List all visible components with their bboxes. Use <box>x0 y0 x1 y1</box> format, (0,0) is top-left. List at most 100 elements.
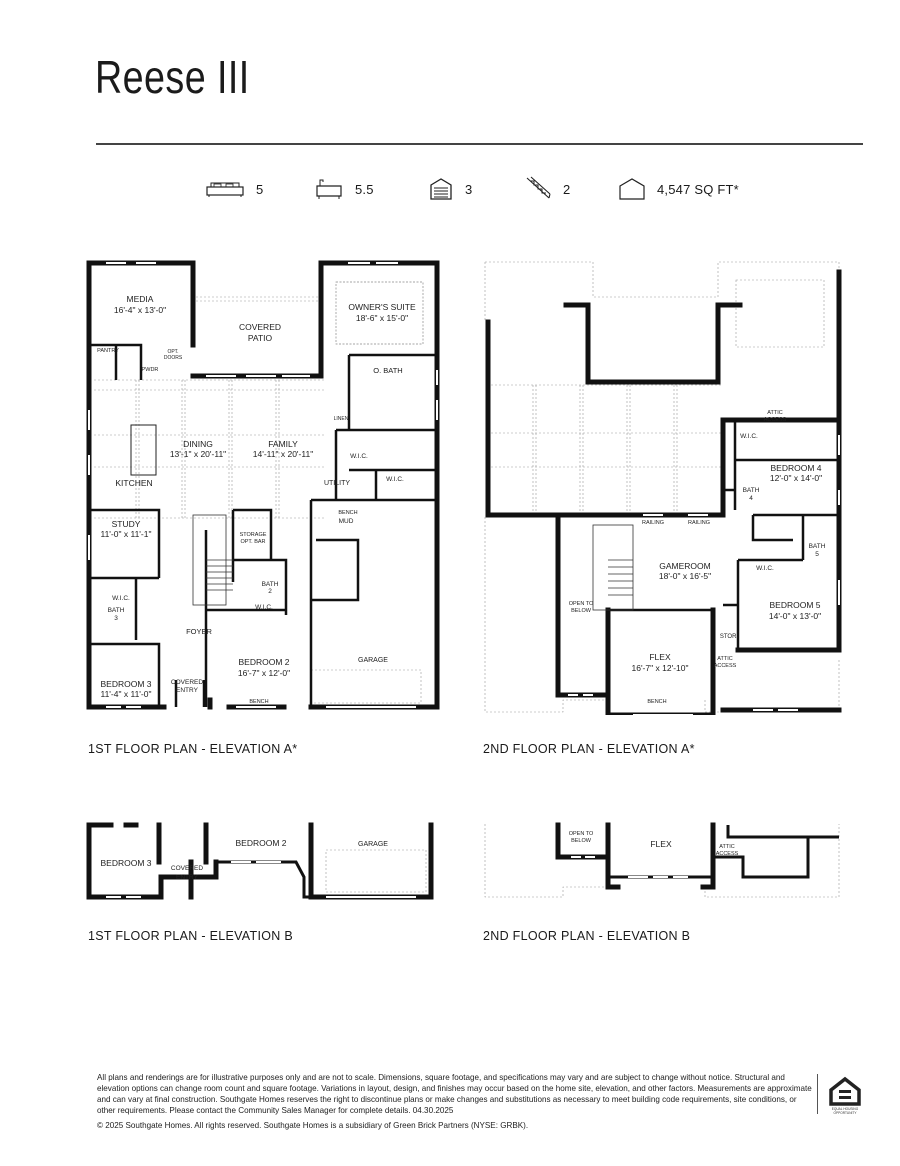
second-floor-plan-b-label: 2ND FLOOR PLAN - ELEVATION B <box>483 929 691 943</box>
svg-text:BATH: BATH <box>108 607 125 614</box>
svg-text:ACCESS: ACCESS <box>764 417 787 423</box>
svg-text:BATH: BATH <box>262 581 279 588</box>
svg-text:OPEN TO: OPEN TO <box>569 831 594 837</box>
svg-text:FLEX: FLEX <box>649 652 671 662</box>
svg-text:16'-7" x 12'-0": 16'-7" x 12'-0" <box>238 668 290 678</box>
svg-text:W.I.C.: W.I.C. <box>112 595 130 602</box>
svg-text:16'-4" x 13'-0": 16'-4" x 13'-0" <box>114 305 166 315</box>
garage-value: 3 <box>465 181 473 197</box>
bathrooms-value: 5.5 <box>355 181 374 197</box>
svg-text:FOYER: FOYER <box>186 627 212 636</box>
svg-text:BEDROOM 2: BEDROOM 2 <box>235 838 286 848</box>
sqft-value: 4,547 SQ FT* <box>657 181 739 197</box>
stories-value: 2 <box>563 181 571 197</box>
spec-bedrooms: 5 <box>206 176 263 202</box>
svg-text:KITCHEN: KITCHEN <box>115 478 152 488</box>
second-floor-plan-a-label: 2ND FLOOR PLAN - ELEVATION A* <box>483 742 695 756</box>
svg-text:18'-6" x 15'-0": 18'-6" x 15'-0" <box>356 313 408 323</box>
svg-text:BEDROOM 3: BEDROOM 3 <box>100 858 151 868</box>
svg-text:PATIO: PATIO <box>248 333 273 343</box>
svg-text:O. BATH: O. BATH <box>373 366 402 375</box>
svg-text:ENTRY: ENTRY <box>176 874 199 881</box>
svg-text:DINING: DINING <box>183 439 213 449</box>
svg-text:GAMEROOM: GAMEROOM <box>659 561 710 571</box>
stairs-icon <box>526 176 551 199</box>
svg-text:11'-4" x 11'-0": 11'-4" x 11'-0" <box>100 689 151 699</box>
svg-text:ACCESS: ACCESS <box>716 851 739 857</box>
svg-text:W.I.C.: W.I.C. <box>386 476 404 483</box>
svg-text:14'-11" x 20'-11": 14'-11" x 20'-11" <box>253 449 313 459</box>
svg-text:2: 2 <box>268 588 272 595</box>
svg-text:BATH: BATH <box>809 543 826 550</box>
svg-text:RAILING: RAILING <box>688 520 710 526</box>
svg-text:ENTRY: ENTRY <box>176 687 199 694</box>
spec-stories: 2 <box>525 176 570 202</box>
specs-row: 5 5.5 3 2 4,547 SQ FT* <box>0 176 900 206</box>
svg-text:STUDY: STUDY <box>112 519 141 529</box>
svg-text:W.I.C.: W.I.C. <box>350 453 368 460</box>
svg-text:BENCH: BENCH <box>647 699 666 705</box>
svg-text:MUD: MUD <box>339 518 354 525</box>
svg-text:PWDR: PWDR <box>142 367 159 373</box>
svg-text:W.I.C.: W.I.C. <box>740 433 758 440</box>
svg-text:4: 4 <box>749 495 753 502</box>
svg-text:13'-1" x 20'-11": 13'-1" x 20'-11" <box>170 449 226 459</box>
svg-text:OWNER'S SUITE: OWNER'S SUITE <box>348 302 416 312</box>
svg-text:FLEX: FLEX <box>650 839 672 849</box>
equal-housing-logo: EQUAL HOUSING OPPORTUNITY <box>828 1076 862 1121</box>
svg-text:MEDIA: MEDIA <box>127 294 154 304</box>
svg-text:PANTRY: PANTRY <box>97 348 119 354</box>
svg-text:RAILING: RAILING <box>642 520 664 526</box>
svg-text:ACCESS: ACCESS <box>714 663 737 669</box>
first-floor-plan-a-label: 1ST FLOOR PLAN - ELEVATION A* <box>88 742 298 756</box>
svg-text:GARAGE: GARAGE <box>358 841 388 848</box>
svg-text:W.I.C.: W.I.C. <box>756 565 774 572</box>
svg-text:BELOW: BELOW <box>571 838 592 844</box>
svg-text:18'-0" x 16'-5": 18'-0" x 16'-5" <box>659 571 711 581</box>
svg-text:BELOW: BELOW <box>571 608 592 614</box>
svg-text:OPT. BAR: OPT. BAR <box>240 539 265 545</box>
svg-text:STOR.: STOR. <box>720 634 739 640</box>
svg-text:OPT.: OPT. <box>167 349 178 355</box>
svg-text:LINEN: LINEN <box>334 416 349 422</box>
legal-disclaimer: All plans and renderings are for illustr… <box>97 1073 812 1115</box>
svg-text:OPEN TO: OPEN TO <box>569 601 594 607</box>
svg-text:W.I.C.: W.I.C. <box>255 604 273 611</box>
header-divider <box>96 143 863 145</box>
svg-text:BENCH: BENCH <box>338 510 357 516</box>
bed-icon <box>206 182 244 197</box>
svg-text:ATTIC: ATTIC <box>767 410 783 416</box>
svg-text:ATTIC: ATTIC <box>717 656 733 662</box>
first-floor-plan-b-label: 1ST FLOOR PLAN - ELEVATION B <box>88 929 293 943</box>
svg-text:COVERED: COVERED <box>239 322 281 332</box>
svg-text:FAMILY: FAMILY <box>268 439 298 449</box>
spec-garage: 3 <box>429 176 472 202</box>
garage-icon <box>430 178 452 200</box>
svg-text:UTILITY: UTILITY <box>324 480 350 487</box>
svg-text:COVERED: COVERED <box>171 865 203 872</box>
spec-bathrooms: 5.5 <box>315 176 374 202</box>
bathtub-icon <box>316 179 342 199</box>
second-floor-plan-elevation-b: OPEN TO BELOW FLEX ATTIC ACCESS <box>483 822 845 902</box>
svg-text:14'-0" x 13'-0": 14'-0" x 13'-0" <box>769 611 821 621</box>
copyright-notice: © 2025 Southgate Homes. All rights reser… <box>97 1121 529 1130</box>
spec-sqft: 4,547 SQ FT* <box>619 176 739 202</box>
svg-text:GARAGE: GARAGE <box>358 657 388 664</box>
plan-title: Reese III <box>95 51 250 103</box>
svg-text:BEDROOM 3: BEDROOM 3 <box>100 679 151 689</box>
svg-text:COVERED: COVERED <box>171 679 203 686</box>
svg-text:BATH: BATH <box>743 487 760 494</box>
svg-text:12'-0" x 14'-0": 12'-0" x 14'-0" <box>770 473 822 483</box>
svg-text:EQUAL HOUSING: EQUAL HOUSING <box>832 1107 859 1111</box>
svg-text:BEDROOM 2: BEDROOM 2 <box>238 657 289 667</box>
svg-text:11'-0" x 11'-1": 11'-0" x 11'-1" <box>100 529 151 539</box>
svg-text:BEDROOM 5: BEDROOM 5 <box>769 600 820 610</box>
svg-text:5: 5 <box>815 551 819 558</box>
svg-text:STORAGE: STORAGE <box>240 532 267 538</box>
svg-text:BEDROOM 4: BEDROOM 4 <box>770 463 821 473</box>
svg-text:16'-7" x 12'-10": 16'-7" x 12'-10" <box>631 663 688 673</box>
footer-divider <box>817 1074 818 1114</box>
bedrooms-value: 5 <box>256 181 264 197</box>
first-floor-plan-elevation-a: MEDIA 16'-4" x 13'-0" COVERED PATIO OWNE… <box>86 260 448 710</box>
svg-text:3: 3 <box>114 615 118 622</box>
